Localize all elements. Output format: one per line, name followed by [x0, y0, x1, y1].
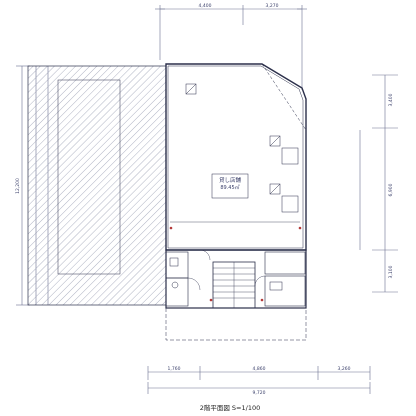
drawing-title: 2階平面図 S=1/100: [200, 403, 261, 412]
dim-bottom-mid: 4,860: [253, 366, 266, 372]
dim-bottom-right: 3,260: [338, 366, 351, 372]
symbol-boxes: [185, 83, 299, 213]
core-area: [165, 249, 307, 341]
adjacent-building: [27, 65, 167, 306]
dim-top-right: 3,270: [266, 3, 279, 9]
dim-right-mid: 6,900: [388, 183, 394, 196]
dim-right-lower: 3,100: [388, 265, 394, 278]
dimension-figures: 4,400 3,270 3,400 6,900 3,100 12,200 1,7…: [15, 3, 394, 396]
dim-right-upper: 3,400: [388, 93, 394, 106]
room-area: 89.45㎡: [220, 184, 239, 191]
dim-bottom-total: 9,720: [253, 390, 266, 396]
dim-top-left: 4,400: [199, 3, 212, 9]
drawing-title-text: 2階平面図 S=1/100: [200, 403, 261, 412]
annotation-markers: [169, 226, 302, 302]
dim-bottom-left: 1,760: [168, 366, 181, 372]
building-outline: [165, 63, 307, 251]
labels: 貸し店舗 89.45㎡: [219, 176, 242, 191]
dim-left-main: 12,200: [15, 178, 21, 194]
room-label: 貸し店舗: [219, 176, 242, 184]
